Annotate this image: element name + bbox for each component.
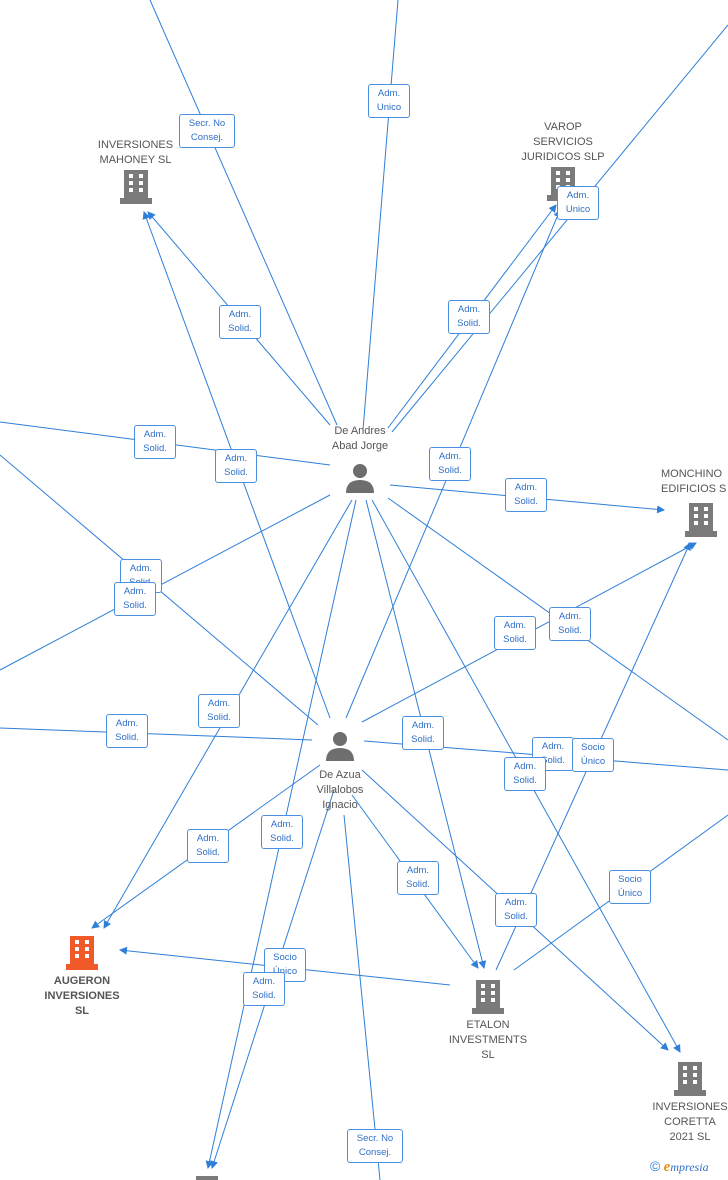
edge-label[interactable]: Adm. Solid.	[114, 582, 156, 616]
node-label: MONCHINO EDIFICIOS S	[661, 468, 727, 495]
edge-line	[362, 0, 399, 431]
edge-line	[391, 24, 728, 433]
edge-label[interactable]: Adm. Solid.	[397, 861, 439, 895]
node-label: VAROP SERVICIOS JURIDICOS SLP	[521, 121, 605, 163]
building-icon	[674, 1062, 706, 1096]
node-label: INVERSIONES CORETTA 2021 SL	[652, 1101, 728, 1143]
edge-label[interactable]: Secr. No Consej.	[347, 1129, 403, 1163]
building-icon	[119, 170, 152, 204]
edge-label[interactable]: Adm. Solid.	[549, 607, 591, 641]
node-label: De Andres Abad Jorge	[331, 425, 389, 452]
edge-label[interactable]: Socio Único	[609, 870, 651, 904]
edge-line	[0, 727, 313, 741]
brand-logo: © empresia	[650, 1158, 709, 1176]
building-icon	[472, 980, 504, 1014]
node-label: AUGERON INVERSIONES SL	[44, 975, 120, 1017]
edge-label[interactable]: Adm. Solid.	[198, 694, 240, 728]
edge-label[interactable]: Adm. Solid.	[495, 893, 537, 927]
building-icon	[196, 1176, 218, 1180]
edge-label[interactable]: Adm. Solid.	[219, 305, 261, 339]
node-inversiones-mahoney[interactable]: INVERSIONES MAHONEY SL	[88, 138, 183, 204]
edge-label[interactable]: Adm. Solid.	[187, 829, 229, 863]
building-icon	[66, 936, 98, 970]
edge-label[interactable]: Adm. Solid.	[215, 449, 257, 483]
node-varop[interactable]: VAROP SERVICIOS JURIDICOS SLP	[514, 120, 612, 201]
brand-logo-text: mpresia	[670, 1160, 709, 1174]
node-label: INVERSIONES MAHONEY SL	[97, 139, 174, 166]
edge-label[interactable]: Adm. Solid.	[448, 300, 490, 334]
edge-label[interactable]: Adm. Solid.	[504, 757, 546, 791]
node-etalon[interactable]: ETALON INVESTMENTS SL	[438, 978, 538, 1063]
copyright-symbol: ©	[650, 1158, 661, 1174]
person-icon	[346, 464, 374, 493]
edge-label[interactable]: Adm. Solid.	[261, 815, 303, 849]
brand-logo-e: e	[663, 1159, 671, 1175]
node-monchino[interactable]: MONCHINO EDIFICIOS S	[655, 467, 728, 537]
edge-line	[149, 0, 338, 426]
edge-label[interactable]: Secr. No Consej.	[179, 114, 235, 148]
edge-label[interactable]: Adm. Solid.	[243, 972, 285, 1006]
node-label: De Azua Villalobos Ignacio	[316, 769, 364, 811]
edge-label[interactable]: Adm. Solid.	[402, 716, 444, 750]
person-icon	[326, 732, 354, 761]
edge-label[interactable]: Adm. Unico	[368, 84, 410, 118]
building-icon	[685, 503, 717, 537]
node-coretta[interactable]: INVERSIONES CORETTA 2021 SL	[640, 1060, 728, 1145]
edge-label[interactable]: Adm. Solid.	[134, 425, 176, 459]
node-label: ETALON INVESTMENTS SL	[448, 1019, 528, 1061]
edge-line	[0, 494, 331, 671]
edge-label[interactable]: Adm. Solid.	[494, 616, 536, 650]
edge-label[interactable]: Adm. Unico	[557, 186, 599, 220]
edge-label[interactable]: Adm. Solid.	[505, 478, 547, 512]
node-de-andres[interactable]: De Andres Abad Jorge	[320, 424, 400, 494]
edge-label[interactable]: Socio Único	[572, 738, 614, 772]
edge-label[interactable]: Adm. Solid.	[106, 714, 148, 748]
node-de-azua[interactable]: De Azua Villalobos Ignacio	[300, 730, 380, 813]
edge-label[interactable]: Adm. Solid.	[429, 447, 471, 481]
edge-line	[343, 814, 381, 1180]
node-augeron[interactable]: AUGERON INVERSIONES SL	[32, 934, 132, 1019]
